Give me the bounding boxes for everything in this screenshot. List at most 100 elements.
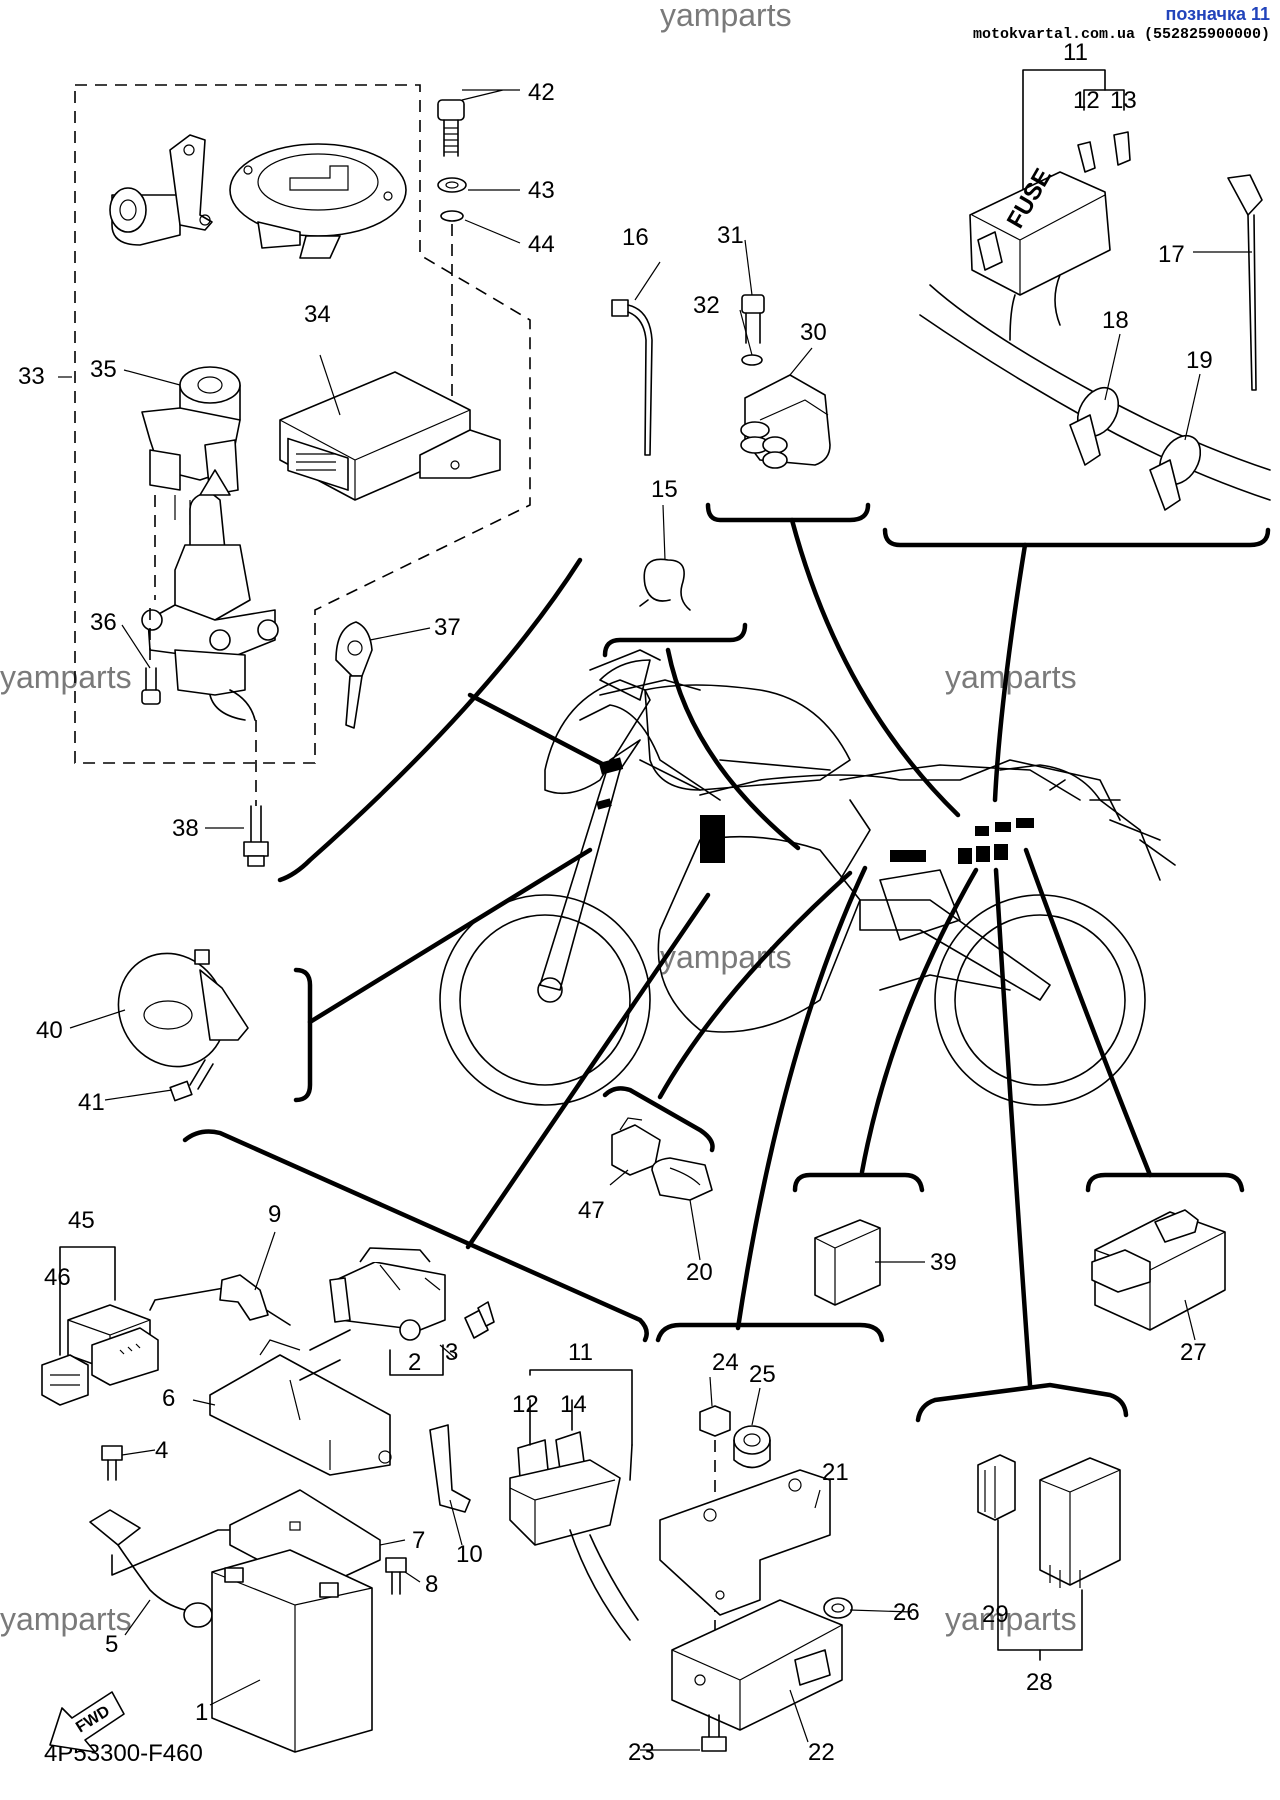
callout-17: 17	[1158, 241, 1185, 268]
source-credit: motokvartal.com.ua (552825900000)	[972, 26, 1270, 43]
callout-40: 40	[36, 1017, 63, 1044]
callout-11-bottom: 11	[568, 1339, 593, 1366]
callout-44: 44	[528, 231, 555, 258]
main-switch-35	[141, 366, 241, 525]
callouts: 1 2 3 4 5 6 7 8 9 10 11 11 12 12 13 14 1…	[18, 39, 1213, 1766]
callout-47: 47	[578, 1197, 605, 1224]
watermarks: yamparts yamparts yamparts yamparts yamp…	[0, 0, 1077, 1637]
callout-8: 8	[425, 1571, 438, 1598]
callout-34: 34	[304, 301, 331, 328]
wire-clip-15	[639, 558, 691, 611]
callout-15: 15	[651, 476, 678, 503]
callout-33: 33	[18, 363, 45, 390]
callout-16: 16	[622, 224, 649, 251]
callout-36: 36	[90, 609, 117, 636]
callout-7: 7	[412, 1527, 425, 1554]
bolt-41	[169, 1059, 214, 1102]
washer-44	[440, 210, 464, 222]
fuse-block-11	[509, 1431, 639, 1641]
watermark-bottom-left: yamparts	[0, 1601, 132, 1637]
cable-tie-17	[1227, 174, 1263, 391]
battery-lead-5	[89, 1509, 213, 1628]
watermark-right: yamparts	[945, 659, 1077, 695]
battery-1	[211, 1549, 373, 1753]
callout-39: 39	[930, 1249, 957, 1276]
watermark-bottom-right: yamparts	[945, 1601, 1077, 1637]
callout-28: 28	[1026, 1669, 1053, 1696]
callout-2: 2	[408, 1349, 421, 1376]
fwd-arrow: FWD	[49, 1691, 125, 1753]
key-37	[335, 621, 373, 729]
callout-leaders	[58, 89, 1252, 1751]
callout-32: 32	[693, 292, 720, 319]
watermark-left: yamparts	[0, 659, 132, 695]
fuse-3	[464, 1301, 495, 1339]
callout-3: 3	[445, 1339, 458, 1366]
connector-46	[41, 1354, 89, 1406]
callout-35: 35	[90, 356, 117, 383]
callout-18: 18	[1102, 307, 1129, 334]
callout-26: 26	[893, 1599, 920, 1626]
bolt-23	[701, 1714, 727, 1752]
band-18	[1069, 386, 1120, 466]
bracket-6	[209, 1329, 392, 1476]
washer-32	[741, 354, 763, 366]
relay-39	[814, 1219, 881, 1306]
callout-10: 10	[456, 1541, 483, 1568]
band-19	[1149, 434, 1202, 511]
bracket-10	[429, 1424, 471, 1513]
callout-25: 25	[749, 1361, 776, 1388]
callout-27: 27	[1180, 1339, 1207, 1366]
bolt-8	[385, 1557, 407, 1595]
callout-14: 14	[560, 1391, 587, 1418]
callout-41: 41	[78, 1089, 105, 1116]
callout-45: 45	[68, 1207, 95, 1234]
callout-30: 30	[800, 319, 827, 346]
watermark-top: yamparts	[660, 0, 792, 33]
callout-22: 22	[808, 1739, 835, 1766]
battery-pad-7	[229, 1489, 381, 1591]
connector-45	[67, 1304, 159, 1386]
starter-relay-2	[329, 1247, 446, 1341]
motorcycle-outline	[439, 649, 1176, 1106]
callout-5: 5	[105, 1631, 118, 1658]
callout-42: 42	[528, 79, 555, 106]
callout-38: 38	[172, 815, 199, 842]
sensor-30	[740, 374, 831, 469]
relay-28	[1039, 1457, 1121, 1588]
screw-38	[243, 805, 269, 867]
callout-6: 6	[162, 1385, 175, 1412]
bolt-31	[741, 294, 765, 344]
washer-43	[437, 177, 467, 193]
callout-4: 4	[155, 1437, 168, 1464]
callout-11-top: 11	[1063, 39, 1088, 66]
watermark-center: yamparts	[660, 939, 792, 975]
horn-40	[117, 949, 249, 1068]
callout-12-bottom: 12	[512, 1391, 539, 1418]
connector-29	[977, 1454, 1016, 1521]
nut-24	[699, 1405, 731, 1437]
callout-20: 20	[686, 1259, 713, 1286]
callout-9: 9	[268, 1201, 281, 1228]
callout-43: 43	[528, 177, 555, 204]
location-leaders	[307, 517, 1153, 1388]
bolt-4	[101, 1445, 123, 1481]
bolt-42	[437, 99, 465, 157]
lock-set-boundary	[74, 84, 531, 764]
callout-1: 1	[195, 1699, 208, 1726]
damper-25	[733, 1425, 771, 1469]
callout-31: 31	[717, 222, 744, 249]
callout-13: 13	[1110, 87, 1137, 114]
callout-12-top: 12	[1073, 87, 1100, 114]
callout-23: 23	[628, 1739, 655, 1766]
fuse-box-assembly: FUSE	[919, 69, 1271, 501]
group-brackets	[182, 502, 1271, 1423]
callout-46: 46	[44, 1264, 71, 1291]
callout-37: 37	[434, 614, 461, 641]
clip-26	[823, 1597, 853, 1619]
seat-lock-cylinder	[109, 134, 213, 246]
immobilizer-unit	[279, 371, 501, 501]
callout-24: 24	[712, 1349, 739, 1376]
screw-36	[141, 667, 161, 705]
